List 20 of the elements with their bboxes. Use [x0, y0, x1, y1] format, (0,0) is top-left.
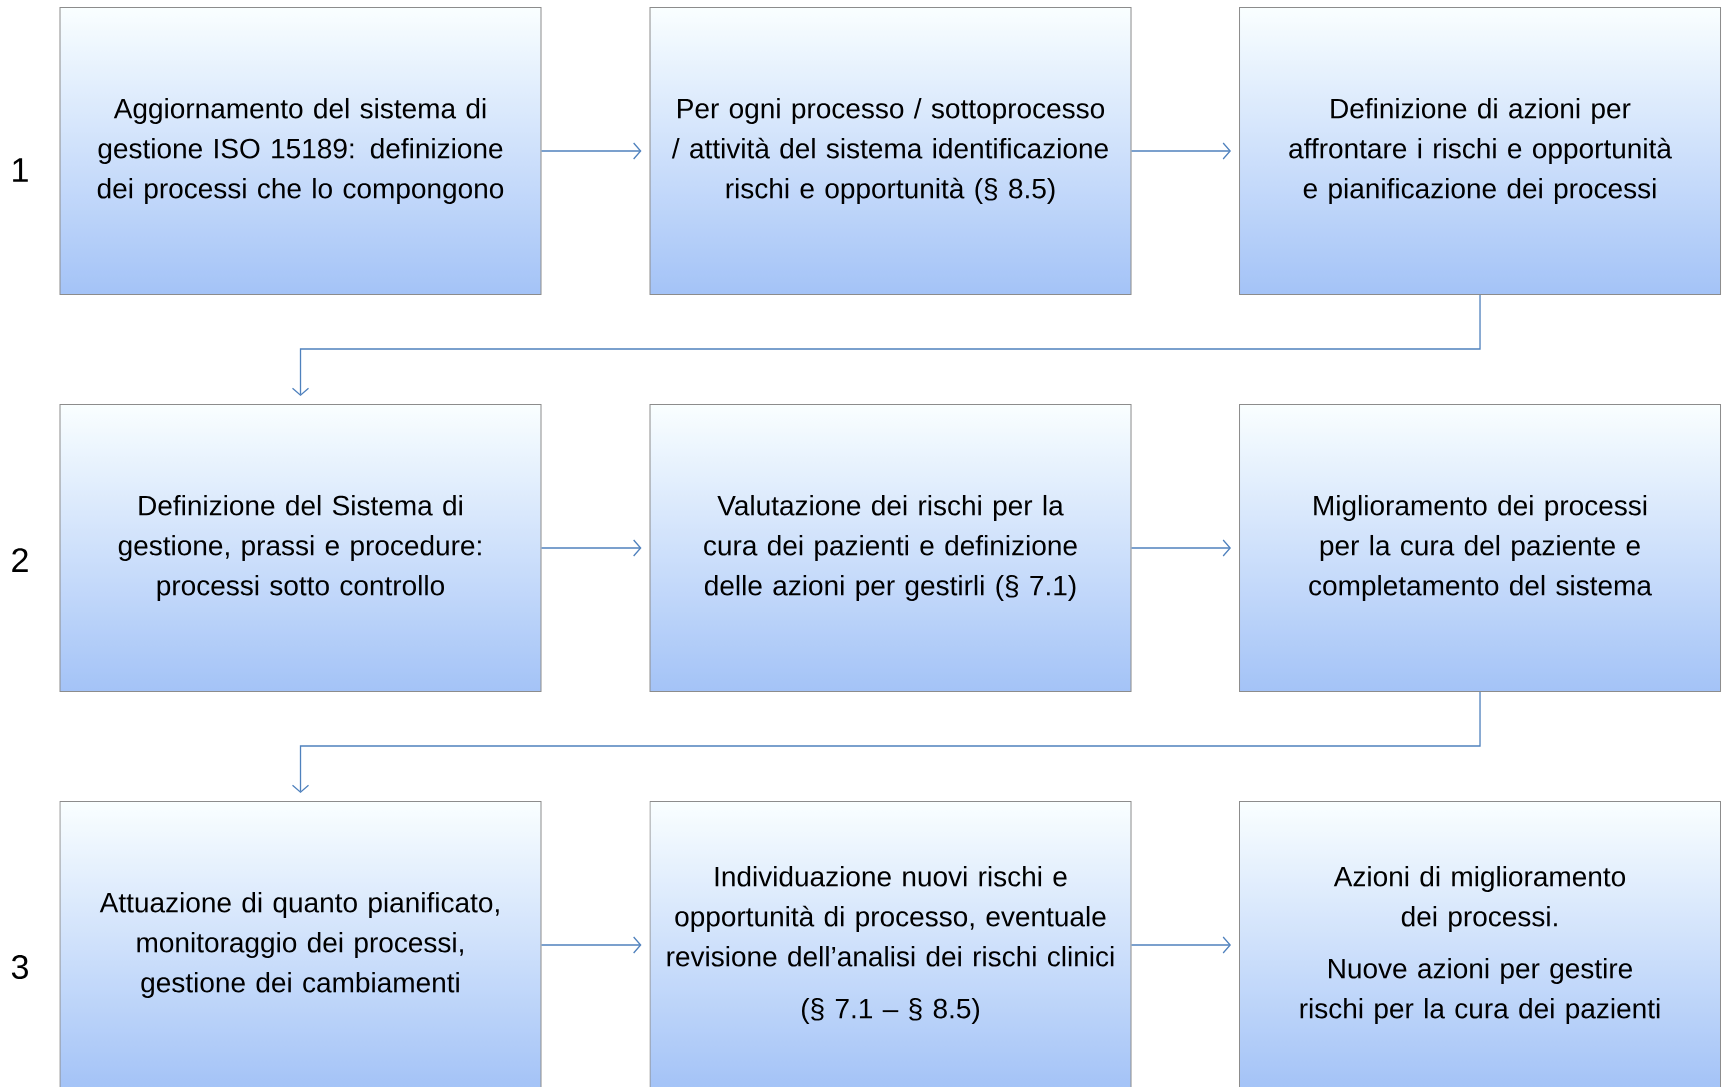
process-box: Individuazione nuovi rischi e opportunità di processo, eventuale revisione dell’analisi dei rischi clinici (§ 7.1 – § 8.5) — [649, 801, 1132, 1087]
arrow — [540, 142, 642, 160]
process-box: Valutazione dei rischi per la cura dei pazienti e definizione delle azioni per gestirli (§ 7.1) — [649, 404, 1132, 692]
process-box: Per ogni processo / sottoprocesso / attività del sistema identificazione rischi e opportunità (§ 8.5) — [649, 7, 1132, 295]
process-box: Definizione di azioni per affrontare i rischi e opportunità e pianificazione dei processi — [1239, 7, 1721, 295]
arrow — [291, 294, 1481, 396]
arrow — [540, 539, 642, 557]
process-box: Aggiornamento del sistema di gestione ISO 15189: definizione dei processi che lo compongono — [59, 7, 542, 295]
process-box: Azioni di miglioramento dei processi. Nuove azioni per gestire rischi per la cura dei pazienti — [1239, 801, 1721, 1087]
process-box: Definizione del Sistema di gestione, prassi e procedure: processi sotto controllo — [59, 404, 542, 692]
process-box: Attuazione di quanto pianificato, monitoraggio dei processi, gestione dei cambiamenti — [59, 801, 542, 1087]
row-number: 1 — [13, 158, 28, 182]
process-box: Miglioramento dei processi per la cura del paziente e completamento del sistema — [1239, 404, 1721, 692]
arrow — [1130, 142, 1231, 160]
row-number: 2 — [12, 548, 28, 572]
row-number: 3 — [11, 954, 28, 980]
arrow — [540, 936, 642, 954]
arrow — [1130, 936, 1231, 954]
arrow — [291, 691, 1481, 793]
arrow — [1130, 539, 1231, 557]
